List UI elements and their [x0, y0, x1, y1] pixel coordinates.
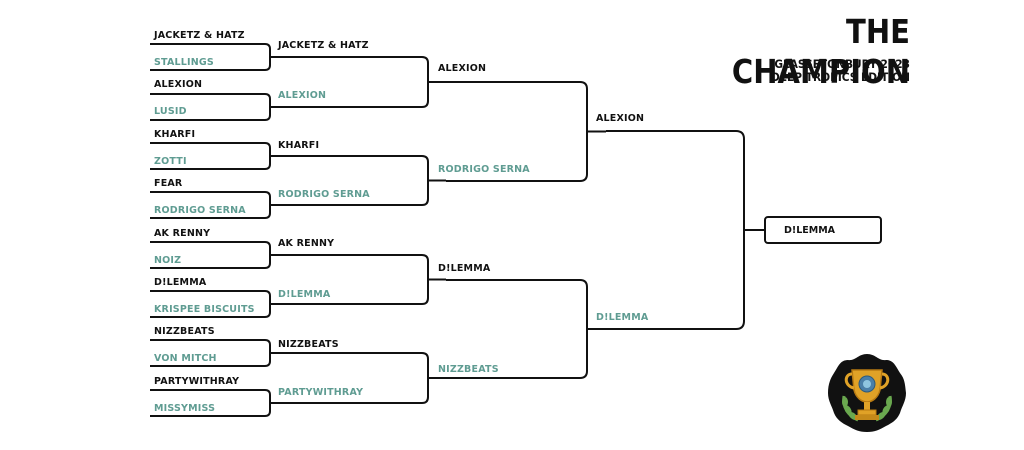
- r1-entrant: PARTYWITHRAY: [154, 376, 240, 387]
- page-title: THE CHAMPION: [731, 12, 910, 91]
- r1-entrant: ZOTTI: [154, 156, 187, 167]
- r1-entrant: LUSID: [154, 106, 187, 117]
- r2-entrant: NIZZBEATS: [278, 339, 339, 350]
- r3-entrant: RODRIGO SERNA: [438, 164, 530, 175]
- r1-entrant: KRISPEE BISCUITS: [154, 304, 255, 315]
- r2-entrant: D!LEMMA: [278, 289, 331, 300]
- champion-name: D!LEMMA: [784, 225, 836, 236]
- r2-entrant: PARTYWITHRAY: [278, 387, 364, 398]
- event-edition: DEEP TROPICS EDITION: [771, 70, 910, 84]
- event-name: GLASSETONBURY 2023: [774, 57, 910, 71]
- r4-entrant: D!LEMMA: [596, 312, 649, 323]
- r1-entrant: ALEXION: [154, 79, 203, 90]
- r2-entrant: KHARFI: [278, 140, 320, 151]
- r1-entrant: FEAR: [154, 178, 183, 189]
- r1-entrant: MISSYMISS: [154, 403, 216, 414]
- r1-entrant: RODRIGO SERNA: [154, 205, 246, 216]
- r1-entrant: KHARFI: [154, 129, 196, 140]
- r3-entrant: D!LEMMA: [438, 263, 491, 274]
- r2-entrant: JACKETZ & HATZ: [278, 40, 369, 51]
- r3-entrant: NIZZBEATS: [438, 364, 499, 375]
- r1-entrant: VON MITCH: [154, 353, 217, 364]
- r2-entrant: RODRIGO SERNA: [278, 189, 370, 200]
- r1-entrant: NOIZ: [154, 255, 182, 266]
- trophy-icon: [828, 354, 906, 432]
- r1-entrant: JACKETZ & HATZ: [154, 30, 245, 41]
- r1-entrant: AK RENNY: [154, 228, 211, 239]
- r2-entrant: AK RENNY: [278, 238, 335, 249]
- bracket-connector: [606, 130, 745, 330]
- r4-entrant: ALEXION: [596, 113, 645, 124]
- r1-entrant: NIZZBEATS: [154, 326, 215, 337]
- champion-box: D!LEMMA: [764, 216, 882, 244]
- r3-entrant: ALEXION: [438, 63, 487, 74]
- r2-entrant: ALEXION: [278, 90, 327, 101]
- r1-entrant: STALLINGS: [154, 57, 214, 68]
- r1-entrant: D!LEMMA: [154, 277, 207, 288]
